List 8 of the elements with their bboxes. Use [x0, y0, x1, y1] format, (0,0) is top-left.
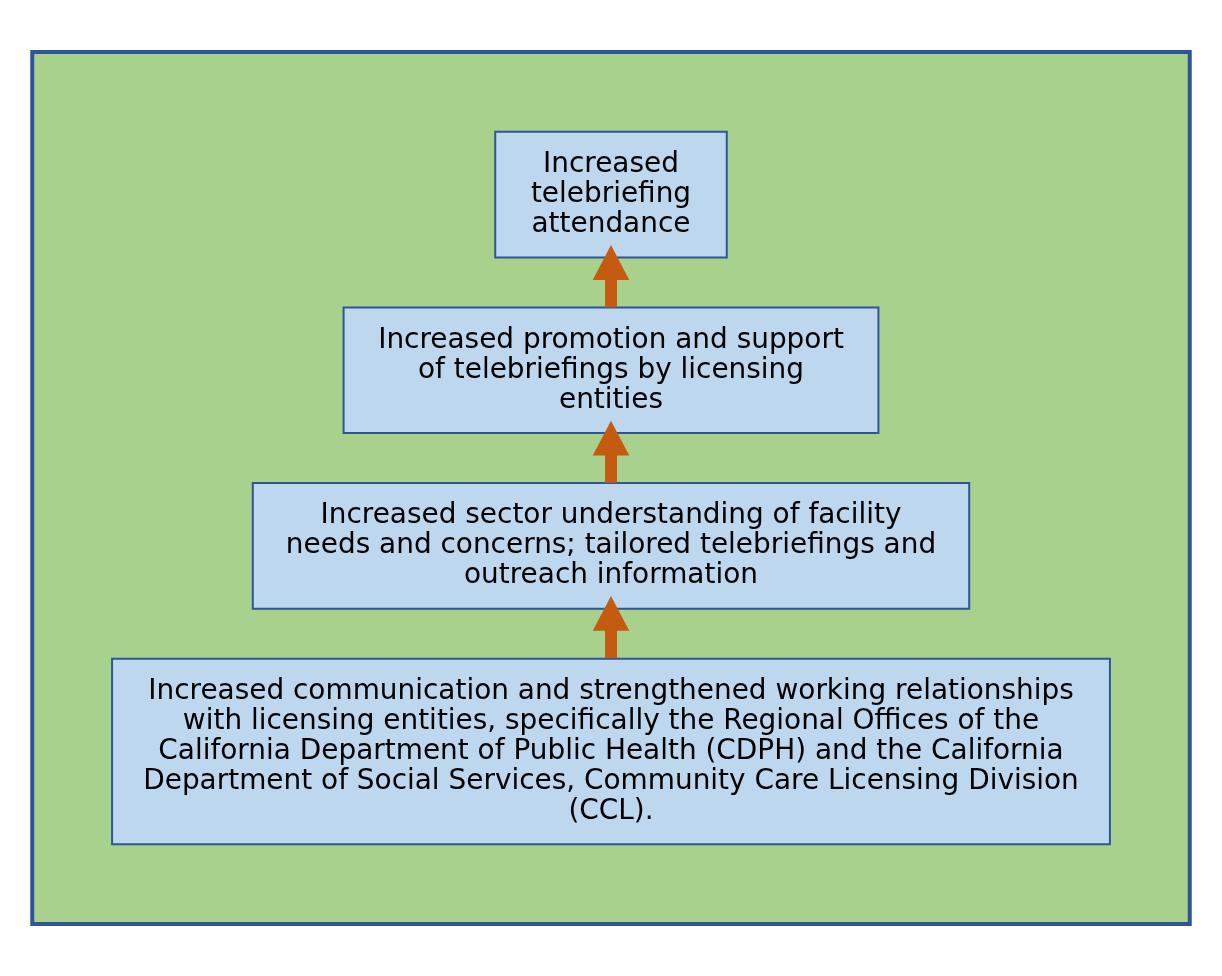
- node-box: Increased promotion and support of telebriefings by licensing entities: [342, 306, 880, 435]
- arrow: [592, 420, 630, 483]
- node-box: Increased sector understanding of facility needs and concerns; tailored telebriefings and outreach information: [251, 482, 971, 610]
- node-box: Increased telebriefing attendance: [494, 130, 728, 259]
- arrow: [592, 596, 630, 659]
- node-box: Increased communication and strengthened working relationships with licensing entities, specifically the Regional Offices of the California Department of Public Health (CDPH) and the California Department of Social Services, Community Care Licensing Division (CCL).: [111, 657, 1111, 846]
- arrow: [592, 245, 630, 308]
- cluster: [30, 49, 1192, 927]
